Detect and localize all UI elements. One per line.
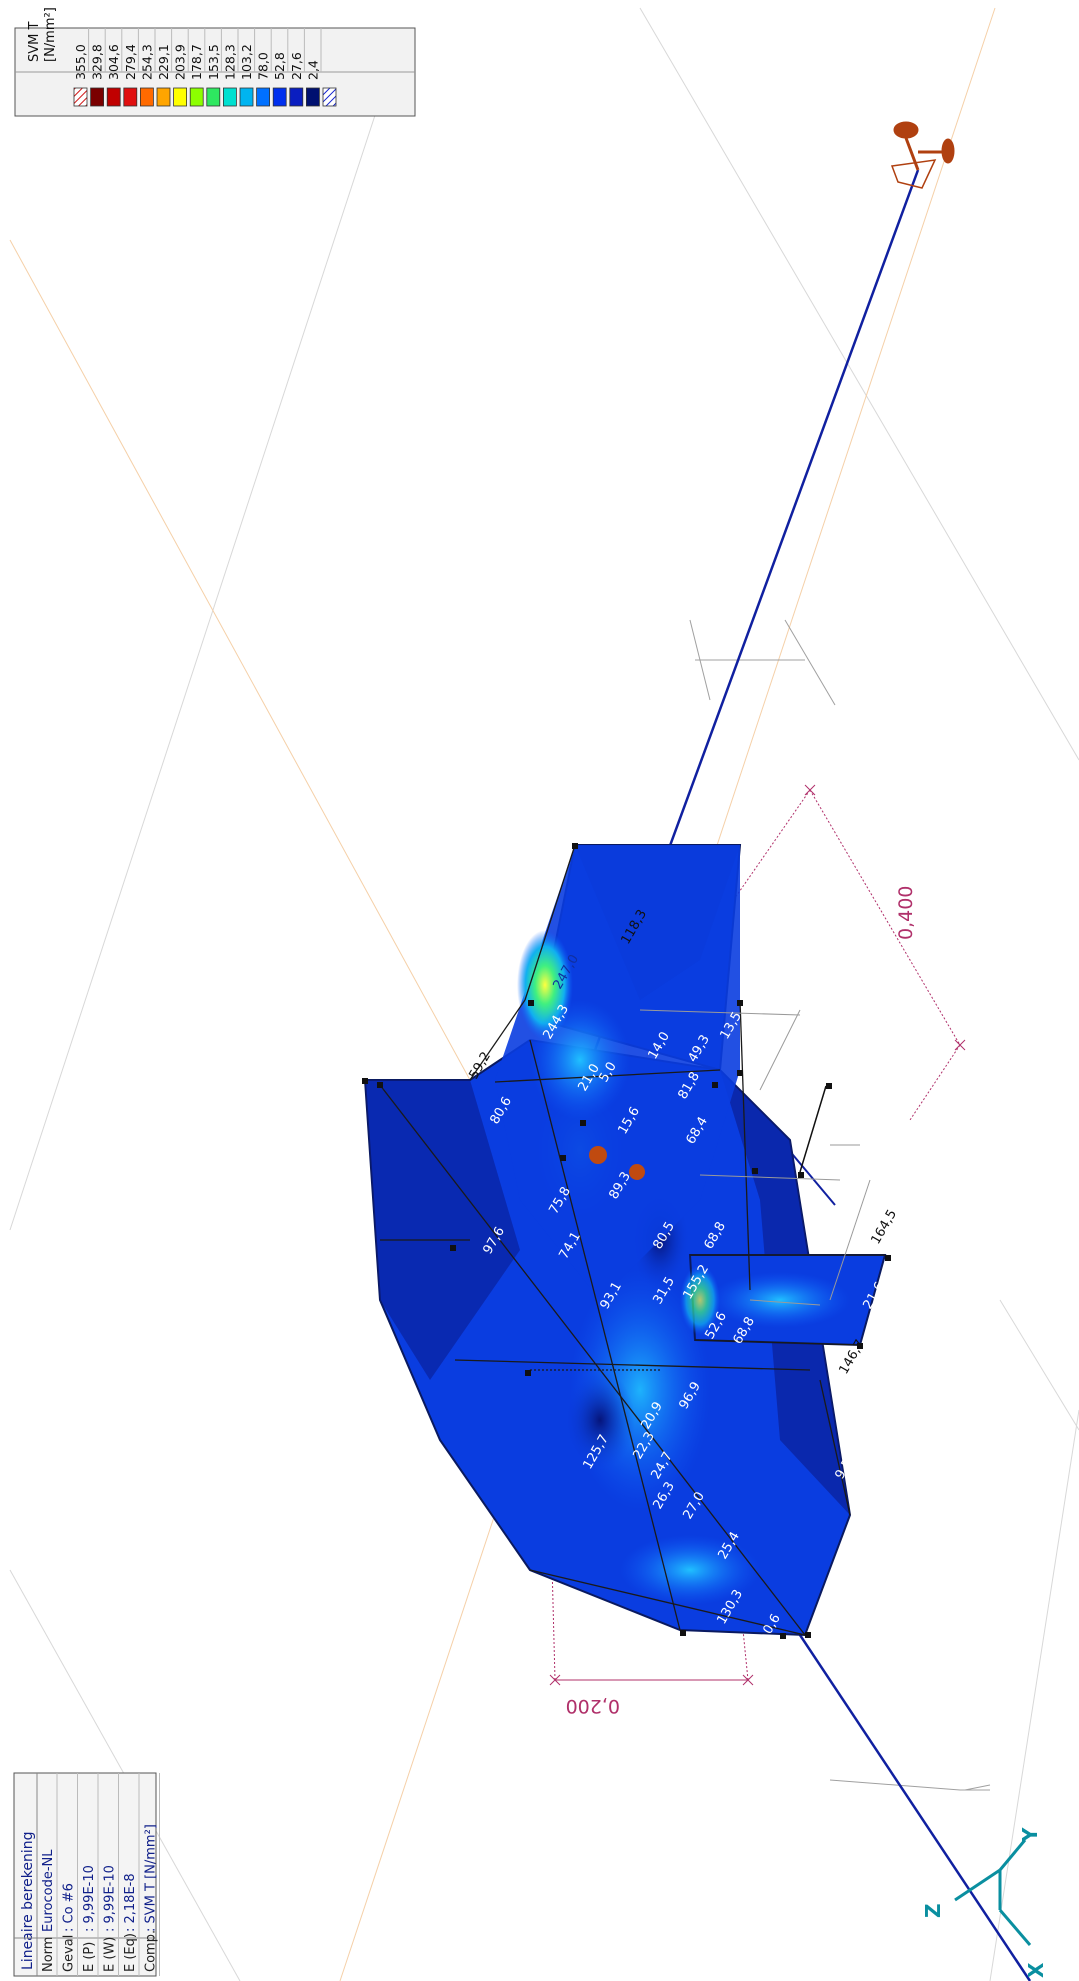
legend-value: 178,7 [189,44,204,80]
legend-swatch [123,87,138,107]
info-row-label: E (W) [103,1937,118,1972]
plate-supports [589,1146,645,1180]
rigid-link [799,1085,827,1173]
dimension-label-400: 0,400 [895,886,917,940]
legend-swatch [73,87,88,107]
legend-swatch [173,87,188,107]
info-row-value: Eurocode-NL [41,1849,56,1932]
info-row-value: : 9,99E-10 [103,1865,118,1932]
legend-swatch [272,87,287,107]
svg-text:164,5: 164,5 [868,1207,900,1247]
legend-swatch [139,87,154,107]
info-row-value: : 2,18E-8 [123,1873,138,1932]
legend-swatch [206,87,221,107]
legend-swatch [305,87,320,107]
legend-value: 329,8 [90,44,105,80]
legend-value: 103,2 [239,44,254,80]
legend-swatch [239,87,254,107]
legend-value: 78,0 [256,52,271,80]
legend-value: 2,4 [305,60,320,80]
node-markers[interactable] [362,843,891,1639]
legend-unit: [N/mm²] [43,7,58,62]
legend-value: 153,5 [206,44,221,80]
legend-title: SVM T [27,22,42,62]
legend-swatch [289,87,304,107]
web-plate-center[interactable] [495,845,740,1300]
legend-value: 203,9 [173,44,188,80]
legend-value: 52,8 [272,52,287,80]
dimension-label-200: 0,200 [566,1695,620,1717]
support-icon [890,121,955,189]
axis-label-y: Y [1018,1827,1042,1843]
legend-value: 254,3 [139,44,154,80]
info-row-value: : Co #6 [62,1883,77,1932]
legend-value: 27,6 [289,52,304,80]
legend-swatch [322,87,337,107]
plate-edges [379,844,885,1636]
legend-value: 355,0 [73,44,88,80]
info-row-label: Comp. [144,1930,159,1972]
legend-swatch [189,87,204,107]
legend-value: 279,4 [123,44,138,80]
info-row-label: E (P) [82,1942,97,1972]
axis-label-z: Z [921,1903,945,1918]
legend-value: 304,6 [106,44,121,80]
legend-value: 128,3 [222,44,237,80]
member-axis-line-lower [788,1619,1032,1981]
info-row-label: Norm [41,1937,56,1972]
legend-value: 229,1 [156,44,171,80]
info-row-value: : SVM T [N/mm²] [144,1824,159,1932]
info-row-label: E (Eq) [123,1933,138,1972]
legend-swatch [106,87,121,107]
info-table: Lineaire berekening Norm Eurocode-NL Geval… [13,1772,160,1977]
legend-swatch [222,87,237,107]
info-title: Lineaire berekening [20,1832,36,1970]
info-row-value: : 9,99E-10 [82,1865,97,1932]
stub-plate[interactable] [680,1254,887,1347]
gcs-axes-icon [954,1839,1032,1946]
legend-swatch [156,87,171,107]
axis-label-x: X [1024,1962,1048,1978]
legend-swatch [256,87,271,107]
legend-swatch [90,87,104,107]
plate-gray-lines [639,1009,871,1306]
info-row-label: Geval [62,1935,77,1972]
